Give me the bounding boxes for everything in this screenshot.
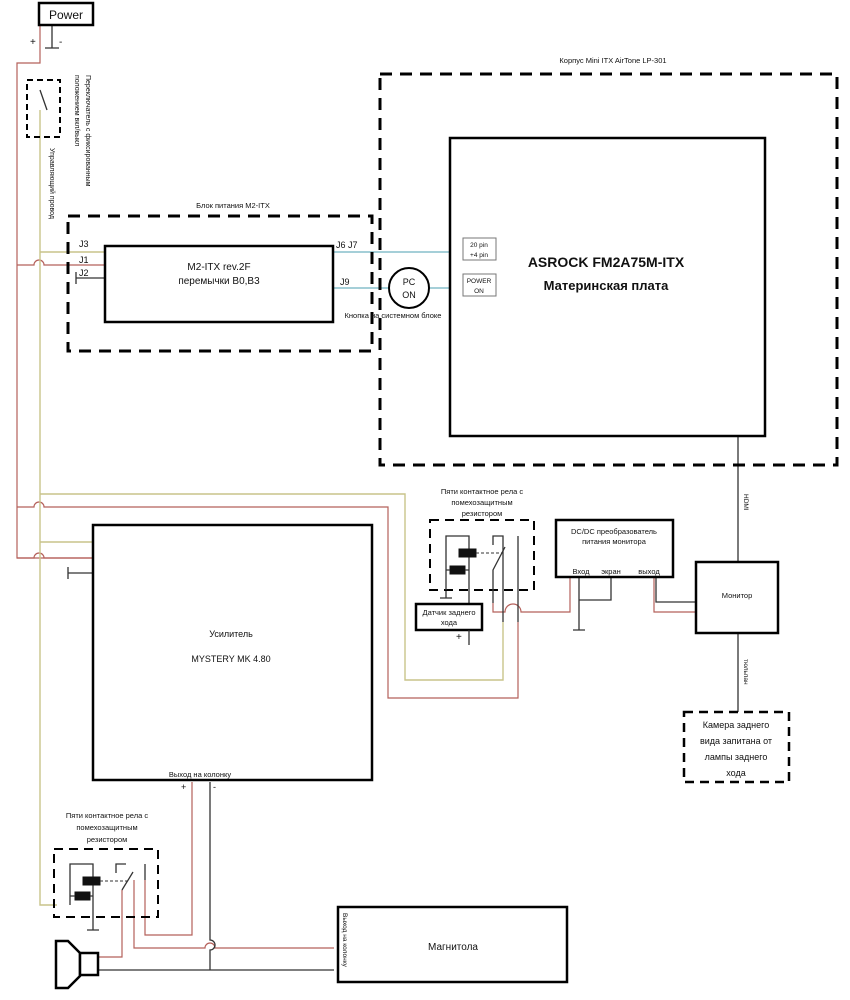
pc-case: Корпус Mini ITX AirTone LP-301	[378, 56, 839, 467]
reverse-sensor-plus: +	[456, 632, 462, 643]
pc-on-line2: ON	[402, 290, 416, 300]
psu-block-title: Блок питания M2-ITX	[196, 201, 270, 210]
relay-bottom-label-3: резистором	[87, 835, 128, 844]
pin-j1: J1	[79, 255, 89, 265]
conn-power-line1: 20 pin	[470, 242, 488, 249]
power-label: Power	[49, 8, 83, 22]
resistor-icon	[449, 565, 466, 575]
power-source: Power + -	[30, 1, 95, 48]
pc-on-button: PC ON Кнопка на системном блоке	[345, 267, 442, 320]
dcdc-screen: экран	[601, 567, 621, 576]
camera-line4: хода	[726, 768, 745, 778]
dcdc-line1: DC/DC преобразователь	[571, 527, 657, 536]
amplifier: Усилитель MYSTERY MK 4.80 Выход на колон…	[91, 523, 374, 792]
resistor-icon	[74, 891, 91, 901]
head-unit: Магнитола Выход на колонку	[336, 905, 569, 984]
psu-model: M2-ITX rev.2F	[187, 262, 250, 273]
psu-block: Блок питания M2-ITX M2-ITX rev.2F перемы…	[66, 201, 374, 353]
conn-button-line2: ON	[474, 288, 484, 295]
reverse-sensor-line1: Датчик заднего	[422, 608, 475, 617]
resistor-icon	[458, 548, 477, 558]
pc-on-caption: Кнопка на системном блоке	[345, 311, 442, 320]
dcdc-in: Вход	[573, 567, 591, 576]
camera-line2: вида запитана от	[700, 736, 772, 746]
amplifier-output: Выход на колонку	[169, 770, 231, 779]
pin-j6-j7: J6 J7	[336, 240, 358, 250]
conn-power-line2: +4 pin	[470, 252, 488, 259]
pin-j9: J9	[340, 277, 350, 287]
camera-line1: Камера заднего	[703, 720, 769, 730]
amplifier-plus: +	[181, 782, 186, 792]
reverse-sensor-line2: хода	[441, 618, 458, 627]
motherboard: 20 pin +4 pin POWER ON ASROCK FM2A75M-IT…	[448, 136, 767, 438]
control-wire-label: Управляющий провод	[48, 148, 56, 219]
switch-label-1: Переключатель с фиксированным	[84, 75, 91, 187]
case-title: Корпус Mini ITX AirTone LP-301	[559, 56, 666, 65]
amplifier-title: Усилитель	[209, 629, 253, 639]
power-plus: +	[30, 37, 36, 48]
motherboard-model: ASROCK FM2A75M-ITX	[528, 254, 685, 270]
relay-bottom-label-2: помехозащитным	[76, 823, 137, 832]
speaker-icon	[54, 939, 100, 990]
resistor-icon	[82, 876, 101, 886]
rear-camera: Камера заднего вида запитана от лампы за…	[682, 710, 791, 784]
power-minus: -	[59, 37, 62, 48]
amplifier-minus: -	[213, 782, 216, 792]
pin-j2: J2	[79, 268, 89, 278]
switch-label-2: положением вкл/выкл	[73, 75, 80, 146]
power-wires	[16, 25, 697, 958]
pc-on-line1: PC	[403, 277, 416, 287]
relay-top-label-1: Пяти контактное рела с	[441, 487, 523, 496]
switch-contact-icon	[39, 89, 48, 111]
relay-top-label-3: резистором	[462, 509, 503, 518]
dcdc-line2: питания монитора	[582, 537, 647, 546]
relay-bottom: Пяти контактное рела с помехозащитным ре…	[53, 811, 159, 923]
reverse-sensor: Датчик заднего хода +	[414, 602, 484, 645]
monitor-label: Монитор	[722, 591, 753, 600]
amplifier-model: MYSTERY MK 4.80	[191, 654, 270, 664]
pin-j3: J3	[79, 239, 89, 249]
camera-line3: лампы заднего	[705, 752, 768, 762]
relay-top-label-2: помехозащитным	[451, 498, 512, 507]
psu-jumpers: перемычки B0,B3	[178, 276, 260, 287]
dcdc-out: выход	[638, 567, 660, 576]
control-wires	[39, 110, 504, 906]
dcdc-converter: DC/DC преобразователь питания монитора В…	[554, 518, 675, 579]
tulip-label: тюльпан	[742, 659, 749, 685]
head-unit-output: Выход на колонку	[341, 913, 348, 968]
onoff-switch: Переключатель с фиксированным положением…	[26, 75, 91, 219]
conn-button-line1: POWER	[467, 278, 492, 285]
hdmi-label: HDMI	[742, 494, 749, 511]
relay-top: Пяти контактное рела с помехозащитным ре…	[429, 487, 535, 622]
monitor: Монитор	[694, 560, 780, 635]
relay-bottom-label-1: Пяти контактное рела с	[66, 811, 148, 820]
head-unit-label: Магнитола	[428, 942, 478, 953]
motherboard-subtitle: Материнская плата	[544, 278, 669, 293]
